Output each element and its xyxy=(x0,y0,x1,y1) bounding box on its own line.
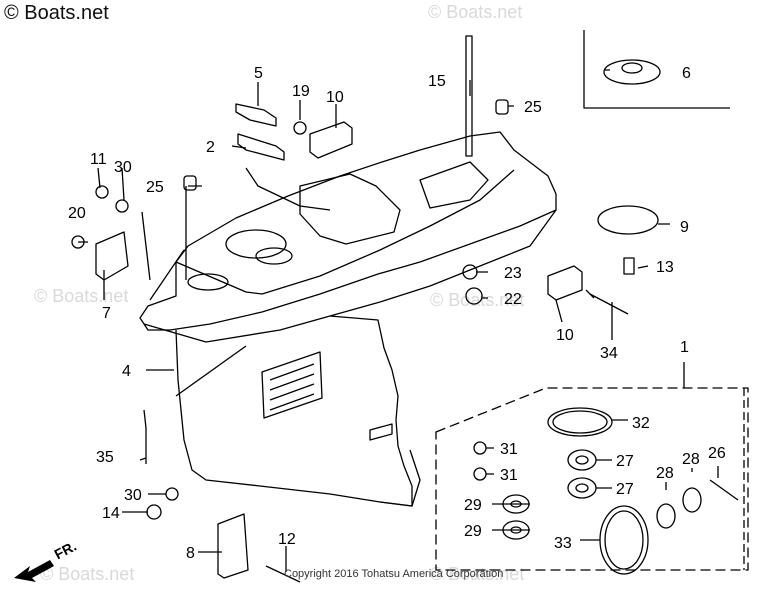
callout-9: 9 xyxy=(680,219,689,236)
part-10-lower xyxy=(547,265,583,301)
callout-27-upper: 27 xyxy=(616,453,634,470)
callout-14: 14 xyxy=(102,505,120,522)
callout-25-right: 25 xyxy=(524,99,542,116)
seal-28b xyxy=(682,487,702,513)
callout-labels: 1 2 4 5 6 7 8 9 10 10 11 12 13 14 15 19 … xyxy=(68,65,726,562)
watermark-main: © Boats.net xyxy=(4,2,109,24)
watermark-faint: © Boats.net xyxy=(40,564,135,584)
watermark-faint: © Boats.net xyxy=(430,564,525,584)
callout-5: 5 xyxy=(254,65,263,82)
callout-28-right: 28 xyxy=(682,451,700,468)
stud-15 xyxy=(465,35,473,157)
watermark-faint: © Boats.net xyxy=(428,2,523,22)
callout-27-lower: 27 xyxy=(616,481,634,498)
callout-29-lower: 29 xyxy=(464,523,482,540)
callout-6: 6 xyxy=(682,65,691,82)
callout-7: 7 xyxy=(102,305,111,322)
gearcase-top-outline xyxy=(139,131,557,331)
cooling-inlet xyxy=(369,423,393,441)
callout-1: 1 xyxy=(680,339,689,356)
water-intake xyxy=(261,351,323,419)
seal-28a xyxy=(656,503,676,529)
callout-13: 13 xyxy=(656,259,674,276)
part-7-anode xyxy=(95,231,129,281)
part-5-key xyxy=(235,103,277,127)
bearing-27b xyxy=(567,477,597,499)
skeg xyxy=(379,449,421,507)
callout-29-upper: 29 xyxy=(464,497,482,514)
fr-arrow xyxy=(14,560,54,582)
callout-32: 32 xyxy=(632,415,650,432)
callout-28-left: 28 xyxy=(656,465,674,482)
part-9-cover xyxy=(597,205,659,235)
callout-23: 23 xyxy=(504,265,522,282)
pin-26 xyxy=(709,479,739,501)
callout-26: 26 xyxy=(708,445,726,462)
kit-box xyxy=(435,387,749,571)
gearcase-deck xyxy=(175,169,515,295)
watermark-faint: © Boats.net xyxy=(34,286,129,306)
part-10-upper xyxy=(309,121,353,159)
callout-15: 15 xyxy=(428,73,446,90)
bolt-34 xyxy=(585,289,629,315)
o-ring-33 xyxy=(599,505,649,575)
watermark-faint: © Boats.net xyxy=(430,290,525,310)
callout-20: 20 xyxy=(68,205,86,222)
callout-31-lower: 31 xyxy=(500,467,518,484)
part-2-key xyxy=(237,133,285,161)
callout-2: 2 xyxy=(206,139,215,156)
callout-10-lower: 10 xyxy=(556,327,574,344)
callout-22: 22 xyxy=(504,291,522,308)
part-6-cap xyxy=(603,59,661,85)
bolt-12 xyxy=(265,565,301,583)
callout-35: 35 xyxy=(96,449,114,466)
callout-4: 4 xyxy=(122,363,131,380)
callout-19: 19 xyxy=(292,83,310,100)
callout-30-lower: 30 xyxy=(124,487,142,504)
o-ring-32 xyxy=(547,407,613,437)
callout-30-upper: 30 xyxy=(114,159,132,176)
callout-11: 11 xyxy=(90,151,107,168)
anti-cav-plate xyxy=(143,209,557,343)
part-8-anode xyxy=(217,513,249,579)
callout-12: 12 xyxy=(278,531,296,548)
copyright-notice: Copyright 2016 Tohatsu America Corporati… xyxy=(284,568,504,580)
bearing-27a xyxy=(567,449,597,471)
callout-8: 8 xyxy=(186,545,195,562)
callout-31-upper: 31 xyxy=(500,441,518,458)
callout-10-upper: 10 xyxy=(326,89,344,106)
callout-25-left: 25 xyxy=(146,179,164,196)
callout-33: 33 xyxy=(554,535,572,552)
gearcase-lower-body xyxy=(175,315,413,507)
callout-34: 34 xyxy=(600,345,618,362)
